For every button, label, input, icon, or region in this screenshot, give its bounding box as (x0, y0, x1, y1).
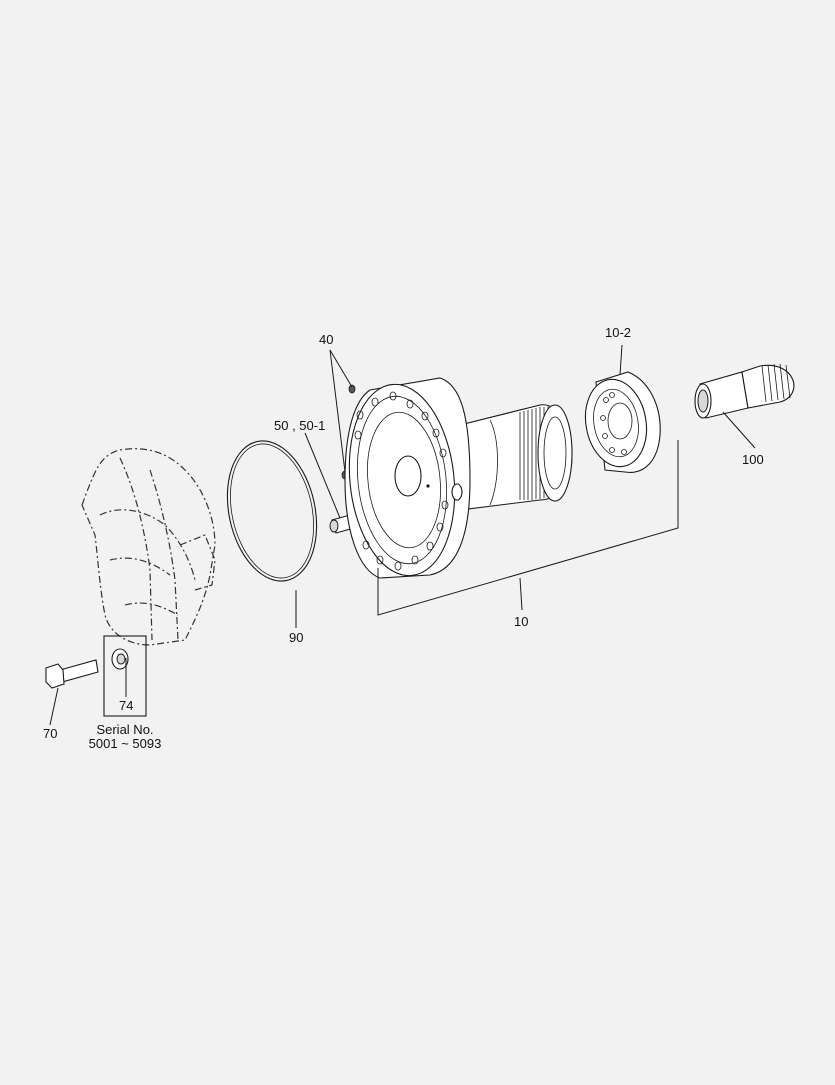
spline-coupling-100 (694, 363, 795, 419)
hub-shaft-10 (344, 377, 573, 579)
callout-50-50-1: 50 , 50-1 (274, 418, 325, 433)
phantom-housing (81, 448, 216, 646)
serial-note-line1: Serial No. (96, 722, 153, 737)
callout-74: 74 (119, 698, 133, 713)
callout-100: 100 (742, 452, 764, 467)
callouts: 40 10-2 50 , 50-1 100 90 10 74 70 Serial… (43, 325, 764, 751)
callout-40: 40 (319, 332, 333, 347)
o-ring-90 (226, 440, 318, 582)
callout-10-2: 10-2 (605, 325, 631, 340)
callout-90: 90 (289, 630, 303, 645)
leader-lines (49, 344, 756, 726)
ring-10-2 (584, 371, 661, 473)
callout-70: 70 (43, 726, 57, 741)
callout-10: 10 (514, 614, 528, 629)
bolt-70 (45, 659, 99, 689)
serial-note-line2: 5001 ~ 5093 (89, 736, 162, 751)
washer-74 (103, 635, 147, 717)
